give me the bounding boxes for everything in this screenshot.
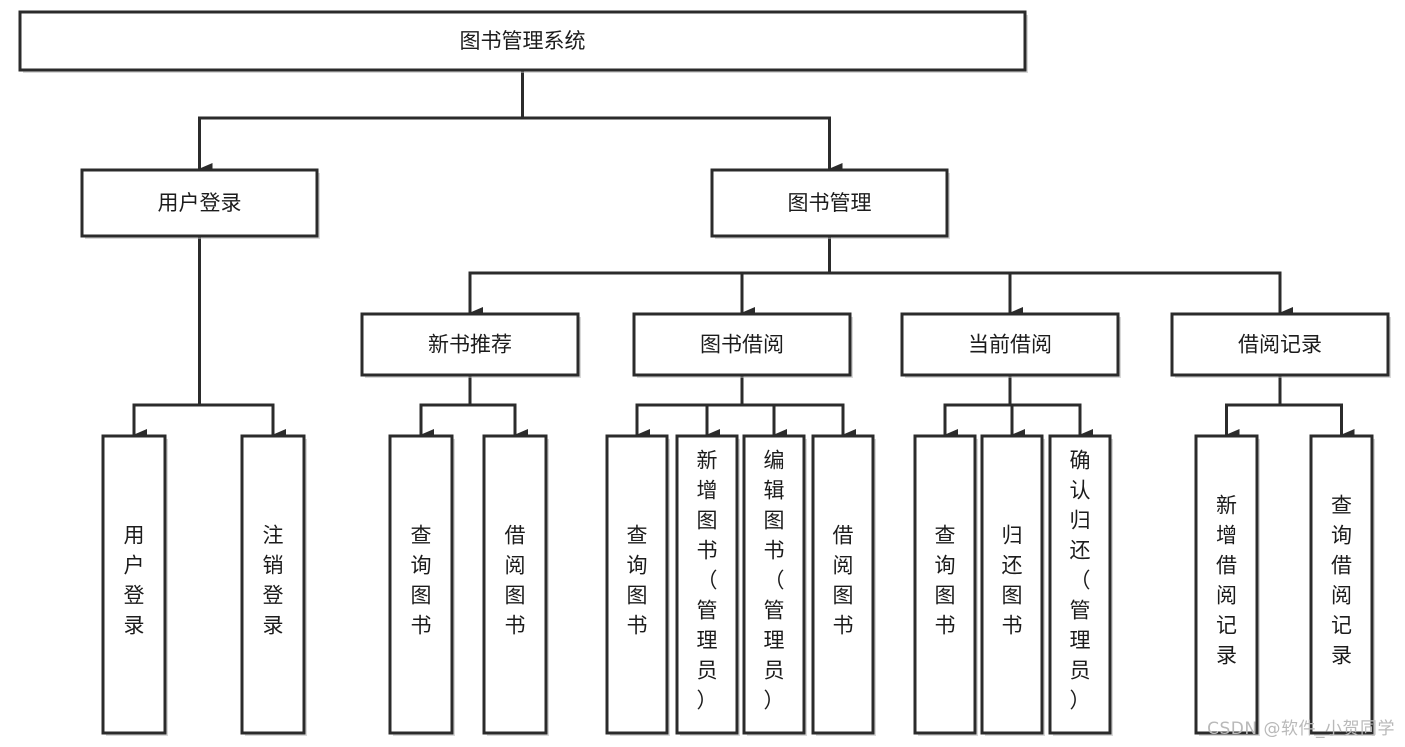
node-label: 新书推荐 [428,333,512,357]
node-label: 注销登录 [263,524,284,638]
node-leaf-rec-query-book[interactable]: 查询图书 [388,434,455,736]
node-leaf-add-book-admin[interactable]: 新增图书（管理员） [675,434,740,736]
node-leaf-cur-query-book[interactable]: 查询图书 [913,434,978,736]
node-book-borrow[interactable]: 图书借阅 [632,312,853,378]
node-label: 确认归还（管理员） [1070,449,1091,713]
node-root[interactable]: 图书管理系统 [18,10,1028,73]
connector-edges [132,68,1355,441]
node-label: 查询借阅记录 [1331,494,1352,668]
node-label: 图书借阅 [700,333,784,357]
node-boxes: 图书管理系统用户登录图书管理新书推荐图书借阅当前借阅借阅记录用户登录注销登录查询… [18,10,1391,736]
node-current-borrow[interactable]: 当前借阅 [900,312,1121,378]
node-leaf-borrow-query-book[interactable]: 查询图书 [605,434,670,736]
node-label: 编辑图书（管理员） [764,449,785,713]
node-label: 查询图书 [935,524,956,638]
node-label: 用户登录 [124,524,145,638]
node-label: 图书管理 [788,191,872,215]
node-leaf-return-book[interactable]: 归还图书 [980,434,1045,736]
node-book-manage[interactable]: 图书管理 [710,168,950,239]
node-borrow-record[interactable]: 借阅记录 [1170,312,1391,378]
node-label: 借阅图书 [505,524,526,638]
node-leaf-user-logout[interactable]: 注销登录 [240,434,307,736]
node-leaf-add-borrow-record[interactable]: 新增借阅记录 [1194,434,1260,736]
node-label: 借阅记录 [1238,333,1322,357]
node-leaf-rec-borrow-book[interactable]: 借阅图书 [482,434,549,736]
node-leaf-confirm-return-admin[interactable]: 确认归还（管理员） [1048,434,1113,736]
node-label: 用户登录 [158,191,242,215]
node-label: 归还图书 [1002,524,1023,638]
node-label: 图书管理系统 [460,29,586,53]
node-leaf-query-borrow-record[interactable]: 查询借阅记录 [1309,434,1375,736]
node-label: 新增借阅记录 [1216,494,1237,668]
node-leaf-borrow-book[interactable]: 借阅图书 [811,434,876,736]
node-label: 查询图书 [627,524,648,638]
node-label: 当前借阅 [968,333,1052,357]
node-label: 新增图书（管理员） [697,449,718,713]
node-leaf-edit-book-admin[interactable]: 编辑图书（管理员） [742,434,807,736]
node-user-login[interactable]: 用户登录 [80,168,320,239]
node-leaf-user-login[interactable]: 用户登录 [101,434,168,736]
node-label: 查询图书 [411,524,432,638]
node-new-book-rec[interactable]: 新书推荐 [360,312,581,378]
node-label: 借阅图书 [833,524,854,638]
